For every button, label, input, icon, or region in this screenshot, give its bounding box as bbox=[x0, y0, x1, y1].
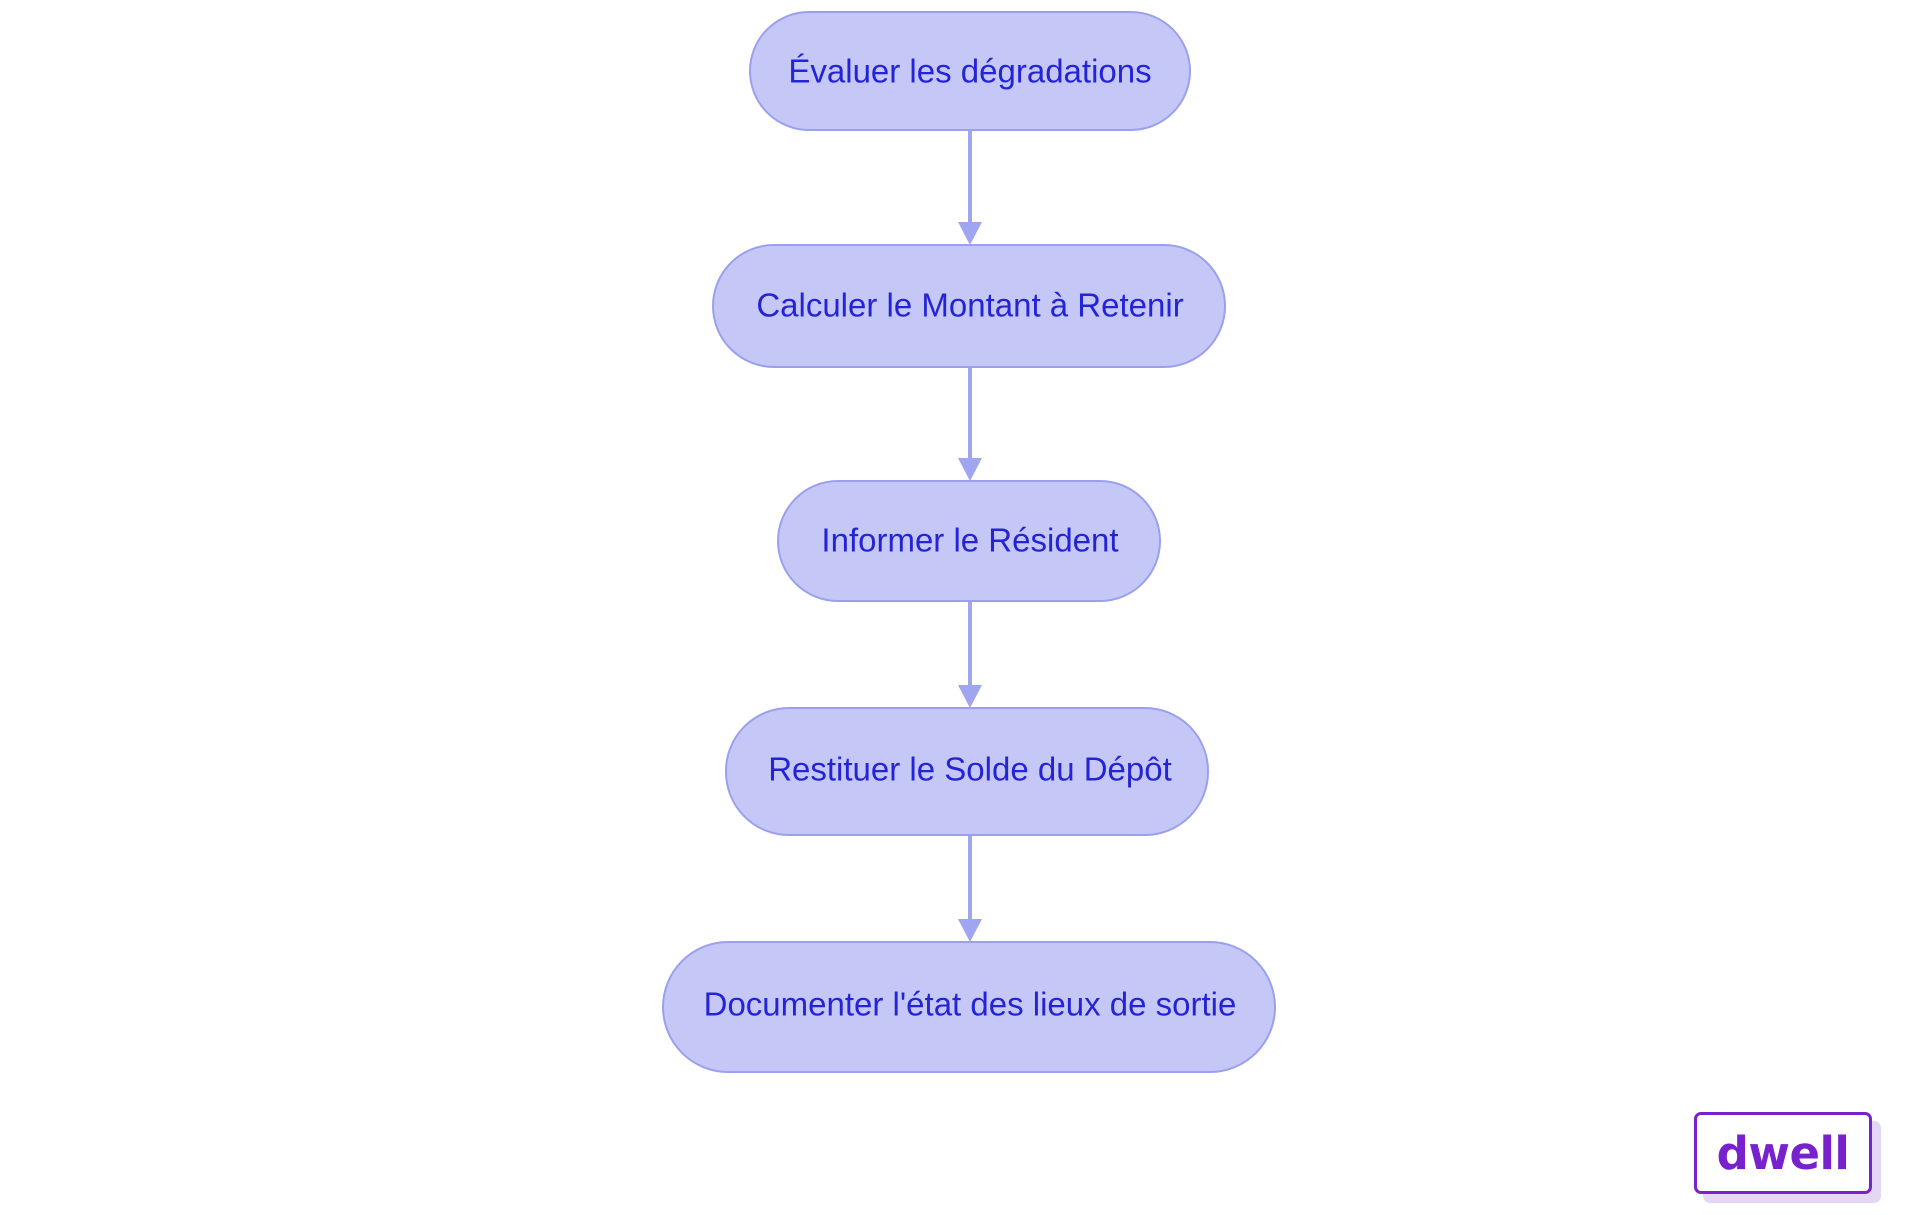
node-shape[interactable] bbox=[777, 480, 1161, 602]
flow-node-calculer-le-montant-a-retenir[interactable]: Calculer le Montant à Retenir bbox=[712, 244, 1226, 368]
edge-n4-to-n5 bbox=[958, 835, 982, 942]
node-label: Évaluer les dégradations bbox=[788, 53, 1151, 90]
edge-group bbox=[958, 130, 982, 942]
flow-node-informer-le-resident[interactable]: Informer le Résident bbox=[777, 480, 1161, 602]
node-label: Calculer le Montant à Retenir bbox=[756, 287, 1183, 324]
dwell-logo-badge[interactable]: dwell bbox=[1694, 1112, 1872, 1194]
node-shape[interactable] bbox=[712, 244, 1226, 368]
edge-n2-to-n3 bbox=[958, 367, 982, 481]
arrowhead-icon bbox=[958, 919, 982, 942]
arrowhead-icon bbox=[958, 685, 982, 708]
node-shape[interactable] bbox=[725, 707, 1209, 836]
edge-n1-to-n2 bbox=[958, 130, 982, 245]
node-shape[interactable] bbox=[749, 11, 1191, 131]
node-shape[interactable] bbox=[662, 941, 1276, 1073]
node-label: Informer le Résident bbox=[821, 522, 1118, 559]
edge-n3-to-n4 bbox=[958, 601, 982, 708]
node-label: Documenter l'état des lieux de sortie bbox=[704, 986, 1237, 1023]
node-group: Évaluer les dégradations Calculer le Mon… bbox=[662, 11, 1276, 1073]
flow-node-restituer-le-solde-du-depot[interactable]: Restituer le Solde du Dépôt bbox=[725, 707, 1209, 836]
arrowhead-icon bbox=[958, 458, 982, 481]
flow-node-documenter-letat-des-lieux-de-sortie[interactable]: Documenter l'état des lieux de sortie bbox=[662, 941, 1276, 1073]
node-label: Restituer le Solde du Dépôt bbox=[768, 751, 1172, 788]
arrowhead-icon bbox=[958, 222, 982, 245]
dwell-wordmark: dwell bbox=[1716, 1126, 1850, 1180]
flow-node-evaluer-les-degradations[interactable]: Évaluer les dégradations bbox=[749, 11, 1191, 131]
